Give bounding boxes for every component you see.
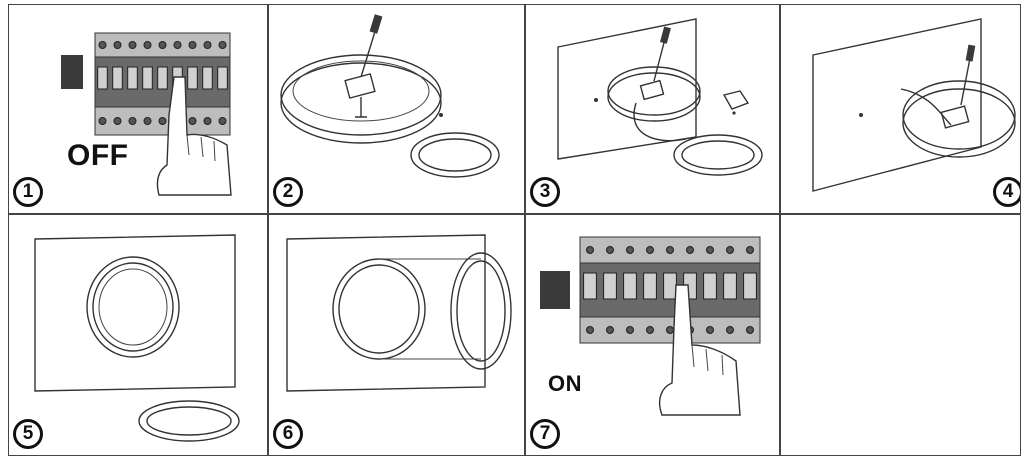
step-number-2: 2 (273, 177, 303, 207)
circuit-breaker-icon (540, 236, 761, 344)
step-number-4: 4 (993, 177, 1020, 207)
step-number-7: 7 (530, 419, 560, 449)
light-fixture-icon (86, 256, 180, 358)
step-number-1: 1 (13, 177, 43, 207)
trim-ring-icon (673, 134, 763, 176)
step-number-6: 6 (273, 419, 303, 449)
step-1-panel: OFF 1 (8, 4, 268, 214)
fixture-to-wall-illustration (557, 18, 763, 176)
wall-panel-icon (812, 18, 982, 192)
step-4-panel: 4 (780, 4, 1021, 214)
step-7-panel: ON 7 (525, 214, 780, 456)
trim-ring-icon (450, 252, 512, 370)
screwdriver-icon (360, 14, 383, 78)
step-5-panel: 5 (8, 214, 268, 456)
screwdriver-icon (653, 26, 671, 82)
circuit-breaker-icon (61, 32, 231, 136)
light-fixture-icon (607, 66, 701, 142)
snap-trim-illustration (286, 234, 512, 392)
step-6-panel: 6 (268, 214, 525, 456)
hand-icon (156, 76, 232, 196)
off-label: OFF (67, 139, 129, 172)
fixture-wiring-illustration (280, 14, 500, 178)
breaker-on-illustration (540, 236, 761, 416)
light-fixture-icon (900, 80, 1016, 158)
light-fixture-icon (332, 258, 426, 360)
hand-icon (658, 284, 741, 416)
wall-panel-icon (34, 234, 236, 392)
wall-panel-icon (557, 18, 697, 160)
trim-ring-icon (138, 400, 240, 442)
step-3-panel: 3 (525, 4, 780, 214)
wall-panel-icon (286, 234, 486, 392)
attach-trim-illustration (34, 234, 240, 442)
step-2-panel: 2 (268, 4, 525, 214)
light-fixture-icon (280, 54, 442, 144)
breaker-off-illustration (61, 32, 232, 196)
on-label: ON (548, 371, 582, 396)
mount-fixture-illustration (812, 18, 1016, 192)
empty-panel (780, 214, 1021, 456)
screwdriver-icon (960, 44, 976, 106)
step-number-5: 5 (13, 419, 43, 449)
trim-ring-icon (410, 132, 500, 178)
step-number-3: 3 (530, 177, 560, 207)
